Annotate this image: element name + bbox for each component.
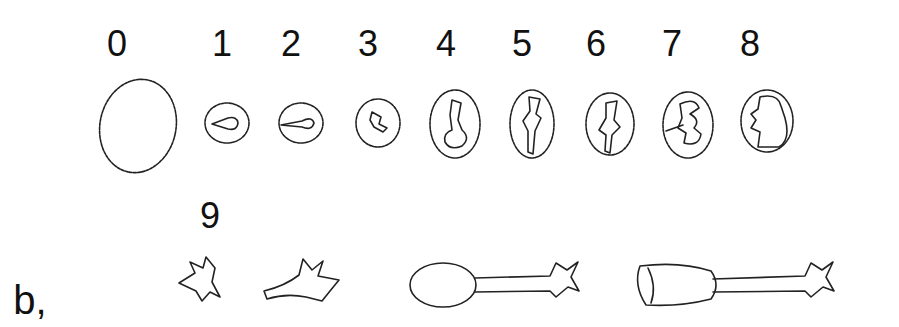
stage-3-inner [370,112,387,132]
stage-9-shape-a [179,257,220,301]
stage-number: 7 [662,26,682,62]
stage-number: 8 [740,26,760,62]
stage-6-inner [599,101,620,153]
stage-7-bar [666,125,683,131]
stage-8-inner [751,96,787,147]
stage-number: 2 [281,26,301,62]
stage-number: 3 [358,26,378,62]
stage-number: 4 [436,26,456,62]
stage-1-inner [212,118,238,130]
stage-9-shape-d-stalk [713,262,834,297]
stage-9-shape-c-body [410,263,476,307]
stage-4-outline [430,90,480,158]
stage-9-shape-d-rim [648,268,653,303]
stage-5-inner [523,97,541,154]
stage-number: 1 [212,26,232,62]
stage-1-outline [205,103,249,143]
stage-5-outline [510,90,554,158]
stage-2-outline [279,103,323,143]
stage-7-outline [663,92,713,158]
stage-2-inner [281,119,314,128]
stage-9-shape-c-stalk [475,262,579,297]
stage-9-shape-d-body [638,264,716,305]
stage-8-outline [741,90,793,152]
stage-number: 6 [586,26,606,62]
stage-7-inner [678,101,701,144]
stage-number: 5 [512,26,532,62]
panel-letter: b, [13,280,46,320]
stage-number: 0 [107,26,127,62]
stage-0-outline [91,72,185,180]
stage-number: 9 [200,198,220,234]
stage-4-inner [445,100,467,148]
stage-3-outline [356,99,400,147]
stage-6-outline [586,93,634,155]
stage-9-shape-b [264,259,339,301]
